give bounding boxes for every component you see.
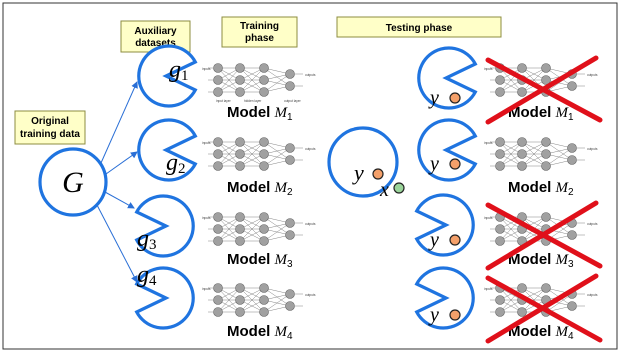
cross-model-1 [485, 55, 603, 125]
test-dataset-2-shape [417, 118, 478, 182]
cross-model-4 [485, 273, 603, 344]
arrow-to-g2 [105, 151, 138, 175]
aux-dataset-g4-shape [134, 266, 195, 330]
training-label-line2: phase [245, 33, 274, 44]
nn-hidden-layer-label: hidden layer [244, 99, 262, 103]
nn-inputs-label: inputs [484, 141, 493, 145]
nn-outputs-label: outputs [587, 222, 598, 226]
training-network-2 [207, 137, 304, 171]
point-y-2 [449, 158, 461, 170]
test-model-label-2: Model M2 [508, 179, 574, 198]
split-arrows [96, 81, 138, 283]
model-label-2: Model M2 [227, 179, 293, 198]
aux-dataset-g3-shape [134, 194, 195, 258]
nn-outputs-label: outputs [587, 293, 598, 297]
cross-model-3 [485, 200, 603, 271]
training-phase-label: Training phase [221, 16, 298, 48]
label-g4: g4 [137, 262, 157, 289]
nn-outputs-label: outputs [587, 147, 598, 151]
test-dataset-3-shape [414, 193, 475, 257]
test-dataset-1-shape [417, 46, 478, 110]
arrow-to-g3 [104, 191, 135, 209]
nn-outputs-label: outputs [305, 147, 316, 151]
nn-outputs-label: outputs [305, 73, 316, 77]
training-network-1 [207, 63, 304, 97]
label-g1: g1 [169, 57, 189, 84]
model-label-1: Model M1 [227, 104, 293, 123]
training-network-3 [207, 212, 304, 246]
arrow-to-g1 [100, 81, 138, 164]
symbol-x: x [379, 179, 389, 201]
nn-inputs-label: inputs [202, 67, 211, 71]
point-y-4 [449, 309, 461, 321]
training-network-4 [207, 283, 304, 317]
symbol-y-1: y [428, 87, 439, 109]
original-dataset-circle [38, 147, 108, 217]
nn-outputs-label: outputs [305, 222, 316, 226]
frame [2, 2, 618, 350]
label-g3: g3 [137, 226, 157, 253]
test-model-label-4: Model M4 [508, 323, 574, 342]
point-y-3 [449, 234, 461, 246]
nn-inputs-label: inputs [484, 287, 493, 291]
aux-dataset-g2-shape [137, 118, 198, 182]
nn-tiny-labels-2: inputs outputs [202, 141, 316, 151]
nn-outputs-label: outputs [587, 73, 598, 77]
symbol-y-4: y [428, 304, 439, 326]
test-model-label-1: Model M1 [508, 104, 574, 123]
auxiliary-label-line1: Auxiliary [134, 26, 177, 37]
nn-inputs-label: inputs [484, 67, 493, 71]
arrow-to-g4 [96, 204, 138, 283]
model-label-4: Model M4 [227, 323, 293, 342]
nn-tiny-labels-4: inputs outputs [202, 287, 316, 297]
nn-tiny-labels-1: inputs outputs input layer hidden layer … [202, 67, 316, 103]
original-training-data-label: Original training data [14, 110, 86, 145]
aux-dataset-g1-shape [137, 44, 198, 108]
symbol-y-main: y [352, 160, 364, 185]
nn-inputs-label: inputs [202, 216, 211, 220]
nn-tiny-labels-3: inputs outputs [202, 216, 316, 226]
symbol-y-3: y [428, 229, 439, 251]
model-label-3: Model M3 [227, 251, 293, 270]
test-nn-tiny-labels: inputs outputs inputs outputs inputs out… [484, 67, 598, 297]
nn-inputs-label: inputs [202, 141, 211, 145]
test-dataset-4-shape [414, 266, 475, 330]
nn-inputs-label: inputs [202, 287, 211, 291]
nn-input-layer-label: input layer [216, 99, 232, 103]
original-label-line2: training data [20, 129, 80, 140]
nn-outputs-label: outputs [305, 293, 316, 297]
nn-inputs-label: inputs [484, 216, 493, 220]
point-y-main [372, 168, 384, 180]
label-g2: g2 [166, 150, 186, 177]
auxiliary-label-line2: datasets [135, 38, 176, 49]
training-label-line1: Training [240, 21, 279, 32]
test-model-label-3: Model M3 [508, 251, 574, 270]
original-label-line1: Original [31, 116, 69, 127]
nn-output-layer-label: output layer [284, 99, 302, 103]
testing-network-2 [489, 137, 586, 171]
point-y-1 [449, 92, 461, 104]
symbol-G: G [62, 166, 84, 199]
testing-label: Testing phase [386, 23, 453, 34]
point-x [393, 182, 405, 194]
symbol-y-2: y [428, 153, 439, 175]
testing-phase-label: Testing phase [336, 16, 502, 38]
